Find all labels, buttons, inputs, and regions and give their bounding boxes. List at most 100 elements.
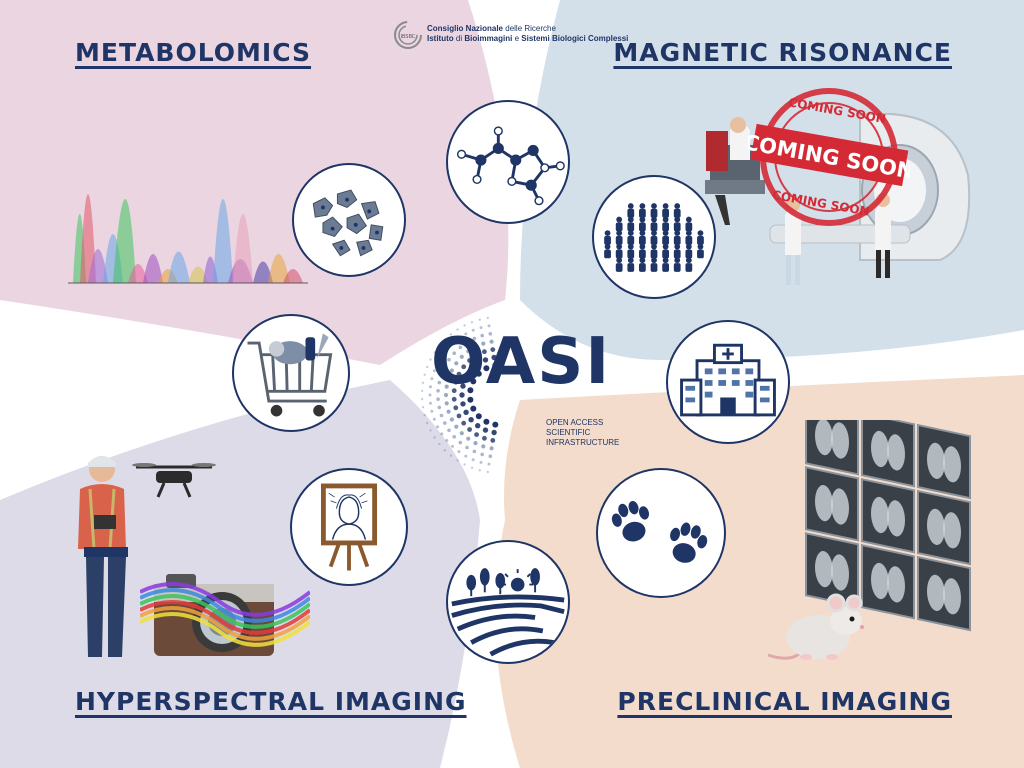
xray-lung-shape xyxy=(871,496,889,534)
logo-dot xyxy=(457,336,461,340)
institution-line-2: Istituto di Bioimmagini e Sistemi Biolog… xyxy=(427,34,629,43)
painting-easel-icon xyxy=(320,483,378,571)
mri-scanner-illustration xyxy=(705,112,971,285)
person-figure xyxy=(604,243,611,259)
crowd-icon xyxy=(604,203,704,272)
logo-dot xyxy=(488,454,493,458)
logo-dot xyxy=(482,435,487,441)
logo-dot xyxy=(468,367,474,373)
crowd-circle xyxy=(592,175,716,299)
hospital-circle xyxy=(666,320,790,444)
logo-dot xyxy=(446,409,451,414)
logo-dot xyxy=(467,396,474,403)
logo-dot xyxy=(465,340,469,345)
logo-dot xyxy=(443,392,449,398)
logo-dot xyxy=(451,342,454,346)
logo-dot xyxy=(487,324,491,328)
lab-mouse-illustration xyxy=(767,593,864,660)
person-figure xyxy=(639,243,646,259)
xray-lung-shape xyxy=(943,578,961,615)
person-figure xyxy=(685,243,693,259)
logo-dot xyxy=(438,442,441,446)
person-figure xyxy=(604,230,611,245)
xray-panel xyxy=(805,420,859,476)
logo-dot xyxy=(429,358,432,361)
metabolomics-title: METABOLOMICS xyxy=(75,38,312,67)
cells-circle xyxy=(292,163,406,277)
xray-panels-illustration xyxy=(805,420,971,632)
camera-rainbow-illustration xyxy=(140,574,310,656)
logo-dot xyxy=(460,383,466,389)
logo-dot xyxy=(466,436,471,441)
logo-dot xyxy=(475,370,482,377)
person-figure xyxy=(639,257,646,272)
person-figure xyxy=(627,216,635,232)
logo-dot xyxy=(433,351,436,354)
logo-dot xyxy=(440,354,444,358)
person-figure xyxy=(615,216,623,232)
logo-dot xyxy=(490,438,496,443)
logo-dot xyxy=(472,336,477,341)
xray-lung-shape xyxy=(927,442,945,480)
oasi-subtitle-line-2: SCIENTIFIC xyxy=(546,428,591,437)
logo-dot xyxy=(444,384,449,389)
logo-dot xyxy=(452,435,456,439)
logo-dot xyxy=(461,364,467,370)
oasi-logo-title: OASI xyxy=(431,325,612,399)
logo-dot xyxy=(428,393,432,397)
person-figure xyxy=(615,257,623,272)
hospital-icon xyxy=(680,343,776,417)
logo-dot xyxy=(491,429,497,436)
logo-dot xyxy=(473,441,478,446)
person-figure xyxy=(639,230,646,245)
xray-lung-shape xyxy=(887,500,905,537)
logo-dot xyxy=(452,351,456,355)
xray-lung-shape xyxy=(943,512,961,549)
logo-dot xyxy=(468,417,474,423)
person-figure xyxy=(627,203,635,218)
spectrum-peaks-illustration xyxy=(68,194,308,284)
xray-lung-shape xyxy=(831,422,849,459)
logo-dot xyxy=(491,354,497,361)
logo-dot xyxy=(479,460,483,464)
logo-dot xyxy=(444,401,449,406)
logo-dot xyxy=(473,344,478,349)
farm-fields-icon xyxy=(451,568,565,657)
person-figure xyxy=(615,243,623,259)
drone-operator-illustration xyxy=(78,456,216,657)
xray-lung-shape xyxy=(831,554,849,591)
oasi-dots-arc xyxy=(420,316,499,474)
logo-dot xyxy=(436,361,440,365)
coming-soon-stamp: COMING SOON COMING SOON COMING SOON xyxy=(748,88,910,226)
logo-dot xyxy=(426,365,429,369)
oasi-subtitle-line-1: OPEN ACCESS xyxy=(546,418,604,427)
logo-dot xyxy=(463,463,466,466)
logo-dot xyxy=(480,452,484,457)
logo-dot xyxy=(449,454,453,457)
logo-dot xyxy=(486,470,489,474)
logo-dot xyxy=(480,333,484,338)
preclinical-imaging-title: PRECLINICAL IMAGING xyxy=(617,687,952,716)
person-figure xyxy=(673,243,681,259)
logo-dot xyxy=(467,427,472,432)
shopping-cart-circle xyxy=(232,314,350,432)
logo-dot xyxy=(439,413,444,418)
logo-dot xyxy=(459,392,465,398)
person-figure xyxy=(662,216,669,232)
person-figure xyxy=(662,257,669,272)
logo-dot xyxy=(489,446,494,451)
logo-dot xyxy=(472,449,477,454)
logo-dot xyxy=(429,385,432,389)
logo-dot xyxy=(436,397,440,401)
person-figure xyxy=(650,230,658,245)
person-figure xyxy=(673,203,681,218)
logo-dot xyxy=(459,354,464,359)
cnr-logo-icon: IBSBC xyxy=(394,21,422,49)
logo-dot xyxy=(461,420,467,426)
logo-dot xyxy=(451,388,457,394)
logo-dot xyxy=(433,436,436,439)
logo-dot xyxy=(482,357,489,363)
person-figure xyxy=(639,216,646,232)
stamp-ring-bottom: COMING SOON xyxy=(771,188,871,219)
paw-prints-icon xyxy=(611,500,708,563)
